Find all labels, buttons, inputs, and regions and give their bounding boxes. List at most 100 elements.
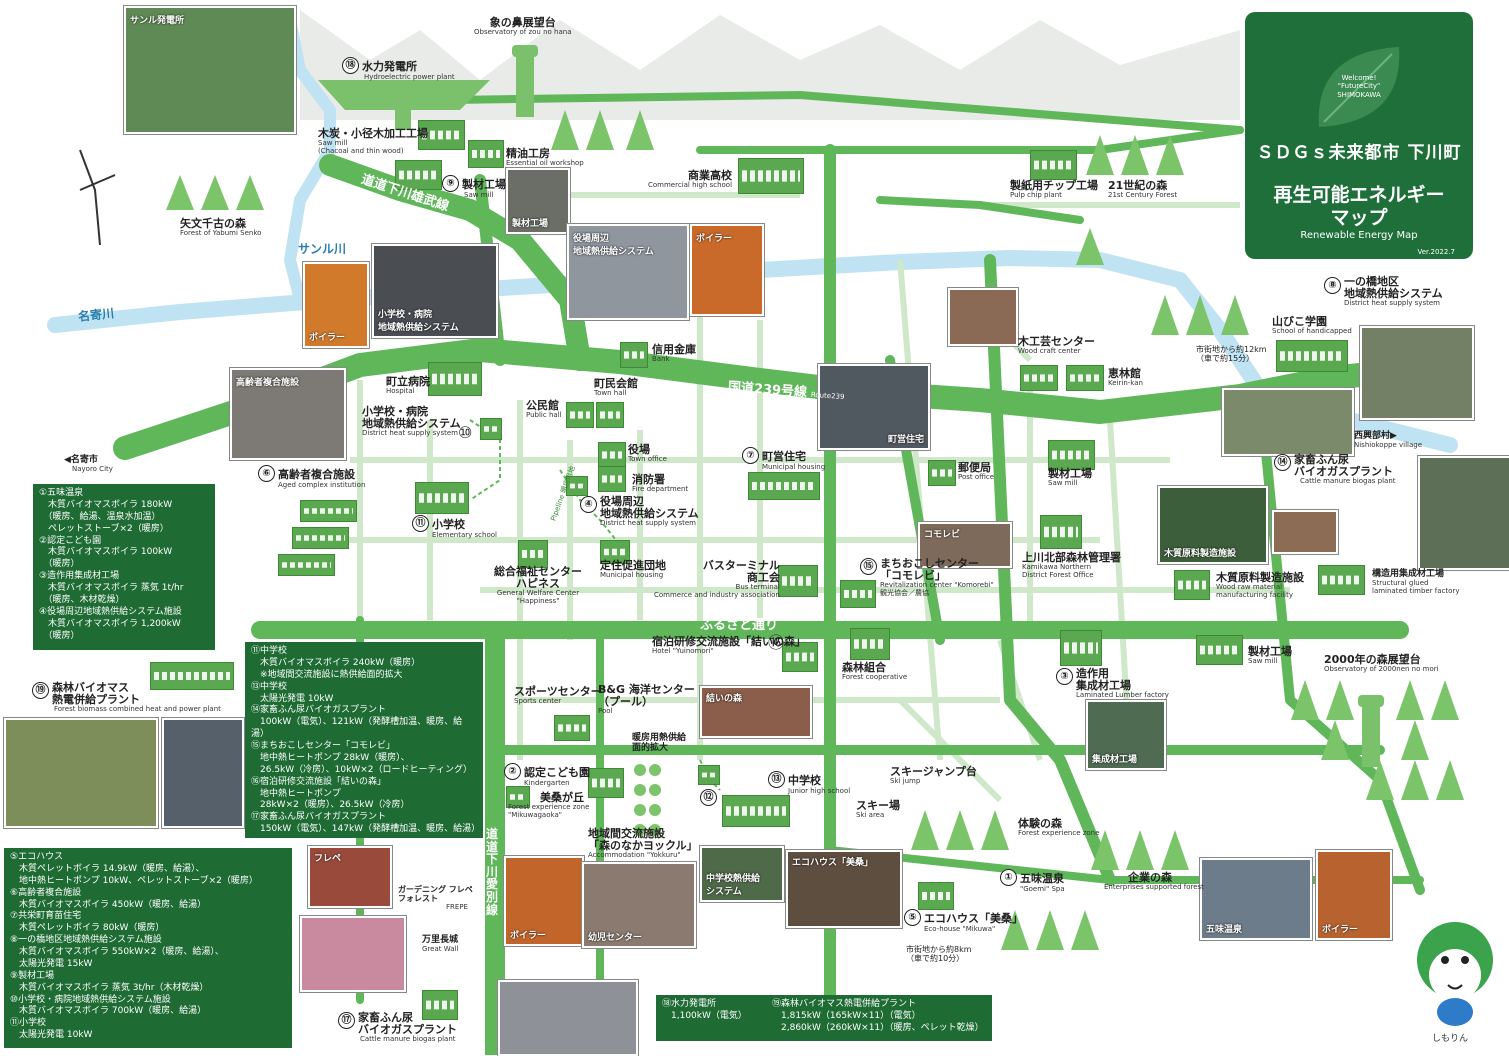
- mountain-silhouette: [300, 10, 1240, 120]
- label-distance-12km: 市街地から約12km （車で約15分）: [1196, 345, 1267, 363]
- building-icon: [1276, 340, 1348, 372]
- marker-16: ⑯: [768, 633, 785, 652]
- page-subtitle: 再生可能エネルギー マップ: [1273, 184, 1445, 229]
- label-yokkuru: 地域間交流施設 「森のなかヨックル」Accommodation "Yokkuru…: [588, 827, 698, 860]
- road-upper: [446, 91, 1244, 134]
- photo-school-hospital-heat: 小学校・病院 地域熱供給システム: [372, 244, 498, 338]
- building-icon: [600, 540, 630, 564]
- building-icon: [588, 768, 624, 798]
- building-icon: [554, 715, 590, 741]
- mascot-shimorin: [1417, 922, 1493, 1026]
- photo-goemi-spa: 五味温泉: [1200, 858, 1312, 940]
- building-icon: [292, 527, 349, 549]
- building-icon: [596, 402, 624, 428]
- building-icon: [1174, 570, 1210, 600]
- info-box-left: ①五味温泉 木質バイオマスボイラ 180kW （暖房、給湯、温泉水加温） ペレッ…: [33, 484, 215, 650]
- photo-junior-heat: 中学校熱供給 システム: [700, 846, 784, 902]
- building-icon: [722, 795, 790, 827]
- building-icon: [620, 342, 648, 368]
- building-icon: [850, 628, 890, 660]
- photo-sawmill: 製材工場: [506, 168, 570, 234]
- photo-biogas-plant: [498, 980, 638, 1056]
- building-icon: [1040, 515, 1082, 549]
- label-distance-8km: 市街地から約8km （車で約10分）: [906, 945, 972, 963]
- building-icon: [518, 540, 548, 568]
- pipeline-dots: [634, 764, 661, 836]
- building-icon: [418, 120, 465, 150]
- building-icon: [698, 765, 720, 785]
- photo-cherry-blossoms: [300, 916, 406, 992]
- photo-sanru-power-plant: サンル発電所: [124, 6, 296, 134]
- building-icon: [782, 642, 818, 672]
- building-icon: [480, 418, 502, 440]
- page-title: ＳＤＧｓ未来都市 下川町: [1256, 143, 1462, 163]
- road-label-furusato: ふるさと通り: [700, 618, 779, 633]
- road-east: [696, 126, 1244, 154]
- label-nishiokoppe: 西興部村▶Nishiokoppe village: [1354, 431, 1423, 449]
- building-icon: [1048, 440, 1095, 470]
- photo-municipal-housing: 町営住宅: [818, 364, 930, 450]
- photo-boiler: ボイラー: [1316, 850, 1392, 940]
- photo-woodcraft: [948, 288, 1018, 346]
- building-icon: [300, 500, 357, 522]
- info-box-bottom: ⑤エコハウス 木質ペレットボイラ 14.9kW（暖房、給湯）、 地中熱ヒートポン…: [4, 848, 292, 1048]
- photo-boiler: ボイラー: [303, 262, 369, 348]
- building-icon: [150, 662, 234, 690]
- photo-laminated-factory: 集成材工場: [1086, 700, 1166, 770]
- photo-aged-facility: 高齢者複合施設: [230, 368, 346, 460]
- lookout-tower-icon: [512, 45, 538, 117]
- building-icon: [918, 882, 954, 910]
- building-icon: [1318, 565, 1365, 595]
- building-icon: [1060, 630, 1102, 666]
- building-icon: [840, 580, 876, 608]
- building-icon: [278, 554, 335, 576]
- building-icon: [748, 472, 820, 500]
- info-box-center: ⑪中学校 木質バイオマスボイラ 240kW（暖房） ※地域間交流施設に熱供給面的…: [245, 642, 483, 838]
- photo-wood-raw-facility: 木質原料製造施設: [1158, 486, 1268, 564]
- building-icon: [428, 362, 482, 396]
- label-pool: B&G 海洋センター （プール）Pool: [598, 683, 695, 716]
- building-icon: [598, 466, 626, 492]
- compass-icon: [79, 149, 116, 246]
- page-title-en: Renewable Energy Map: [1300, 230, 1418, 241]
- building-icon: [1020, 365, 1058, 391]
- river-label-sanru: サンル川: [298, 242, 347, 256]
- info-box-biomass: ⑲森林バイオマス熱電併給プラント 1,815kW（165kW×11）（電気） 2…: [766, 995, 992, 1041]
- label-yuinomori: 宿泊研修交流施設「結いの森」Hotel "Yuinomori": [652, 635, 806, 656]
- building-icon: [1030, 150, 1077, 180]
